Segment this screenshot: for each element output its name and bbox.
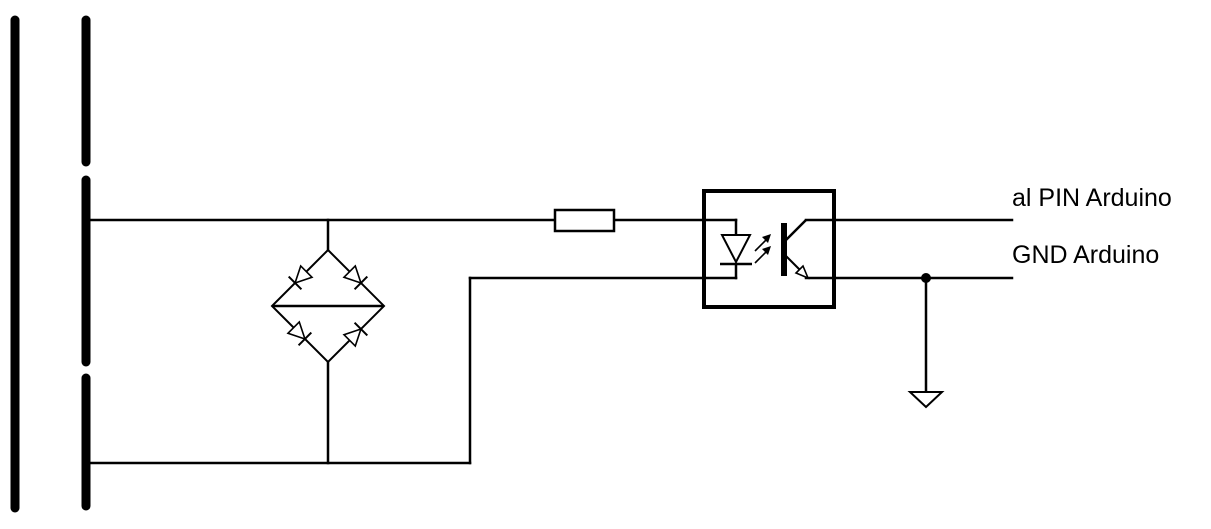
junction-dot [921, 273, 931, 283]
power-rails [10, 15, 91, 513]
optocoupler [702, 189, 836, 309]
resistor [553, 208, 616, 233]
ground-triangle [907, 391, 945, 409]
wires [88, 218, 1014, 465]
pin-label: al PIN Arduino [1012, 184, 1172, 212]
bridge-rectifier [270, 248, 386, 364]
diode-lower-right [342, 321, 369, 348]
phototransistor-icon [781, 218, 836, 280]
ground-symbol [907, 391, 945, 409]
diode-lower-left [286, 320, 313, 347]
diode-upper-left [287, 264, 314, 291]
led-icon [704, 218, 752, 280]
bridge-outline [270, 248, 386, 364]
diode-upper-right [342, 264, 369, 291]
light-arrow-icon [754, 234, 771, 264]
gnd-label: GND Arduino [1012, 241, 1159, 269]
